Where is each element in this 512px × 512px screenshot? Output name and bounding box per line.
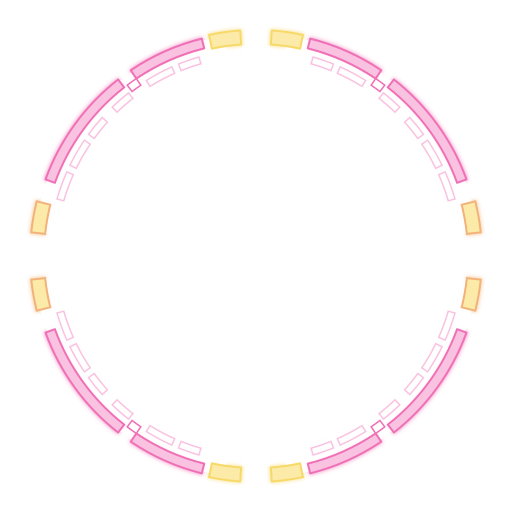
ring-band-segment [306, 432, 383, 475]
ring-tick [336, 65, 367, 88]
ring-band-segment [386, 78, 468, 184]
ring-tick [87, 372, 109, 396]
ring-tick [378, 91, 401, 114]
ring-tick [420, 139, 444, 170]
ring-tip [460, 277, 482, 312]
ring-band-segment [129, 432, 206, 475]
ring-quadrant-top-right [269, 29, 482, 236]
ring-tip [30, 200, 52, 235]
ring-glow [283, 276, 477, 476]
ring-tick [310, 56, 335, 72]
ring-tick [310, 440, 335, 456]
ring-tick [56, 170, 75, 202]
ring-band-segment [129, 37, 206, 80]
ring-tick [403, 116, 425, 140]
ring-glow [35, 276, 229, 476]
ring-tick [420, 342, 444, 373]
ring-quadrant-bottom-right [269, 276, 482, 483]
ring-tick [111, 91, 134, 114]
ring-tip [269, 462, 305, 483]
ring-tick [87, 116, 109, 140]
ring-tick [336, 424, 367, 447]
ring-tip [30, 277, 52, 312]
ring-tip [269, 29, 305, 50]
ring-tick [68, 139, 92, 170]
ring-glow [35, 36, 229, 236]
ring-tick [177, 440, 202, 456]
ring-tick [437, 170, 456, 202]
ring-notch [370, 77, 386, 93]
ring-notch [370, 419, 386, 435]
ring-tick [403, 372, 425, 396]
ring-glow [283, 36, 477, 236]
ring-tip [207, 29, 243, 50]
ring-tip [207, 462, 243, 483]
ring-notch [126, 77, 142, 93]
ring-tick [437, 310, 456, 342]
ring-band-segment [386, 328, 468, 434]
ring-band-segment [44, 78, 126, 184]
ring-notch [126, 419, 142, 435]
ring-quadrant-top-left [30, 29, 243, 236]
ring-tick [145, 424, 176, 447]
ring-quadrant-bottom-left [30, 276, 243, 483]
ring-tick [145, 65, 176, 88]
ring-band-segment [44, 328, 126, 434]
ring-band-segment [306, 37, 383, 80]
ring-tick [68, 342, 92, 373]
ring-tip [460, 200, 482, 235]
ring-tick [177, 56, 202, 72]
ring-tick [56, 310, 75, 342]
ring-tick [378, 398, 401, 421]
ring-tick [111, 398, 134, 421]
